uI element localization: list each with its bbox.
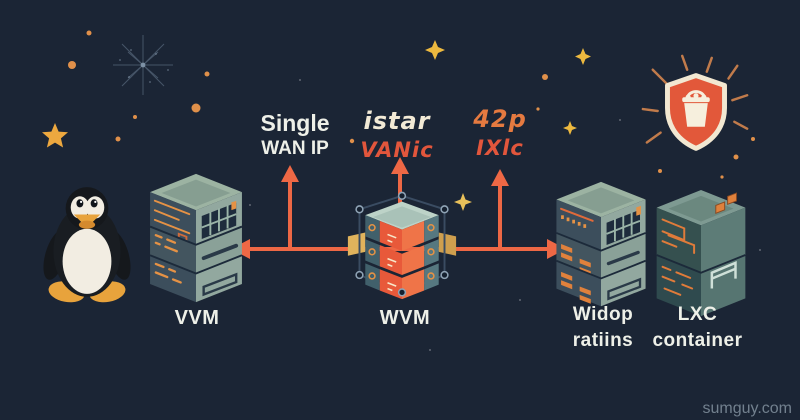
annotation-42p-ixlc: 42p IXlc: [455, 105, 545, 160]
node-label-line: LXC: [677, 304, 718, 325]
annotation-line: IXlc: [476, 135, 524, 160]
orange-dots: [68, 30, 755, 179]
watermark: sumguy.com: [702, 400, 792, 417]
annotation-line: VANic: [360, 137, 434, 162]
annotation-line: 42p: [473, 105, 527, 133]
server-stack-icon: [656, 189, 746, 317]
node-label-line: ratiins: [572, 330, 634, 351]
right-tab: [438, 232, 457, 256]
annotation-line: Single: [260, 110, 330, 136]
vm-cage-icon: [347, 191, 457, 300]
annotation-istar-vanic: istar VANic: [347, 107, 447, 162]
star-icon: [42, 123, 68, 148]
node-label-lxc: LXC container: [645, 302, 750, 354]
shield-rays: [641, 54, 749, 144]
bucket-icon: [682, 93, 710, 127]
left-tab: [347, 232, 366, 256]
shield-bucket-icon: [641, 54, 749, 151]
node-label-wvm: WVM: [379, 307, 431, 329]
node-label-vvm: VVM: [174, 307, 220, 329]
sparkle-icon: [425, 40, 591, 211]
annotation-single-wan-ip: Single WAN IP: [240, 110, 350, 160]
server-stack-icon: [556, 181, 646, 307]
server-stack-icon: [149, 173, 243, 303]
node-label-line: container: [652, 330, 743, 351]
tux-icon: [43, 187, 131, 303]
node-label-widop: Widop ratiins: [553, 302, 653, 354]
annotation-line: WAN IP: [261, 138, 329, 160]
node-label-line: Widop: [572, 304, 634, 325]
annotation-line: istar: [363, 107, 431, 135]
